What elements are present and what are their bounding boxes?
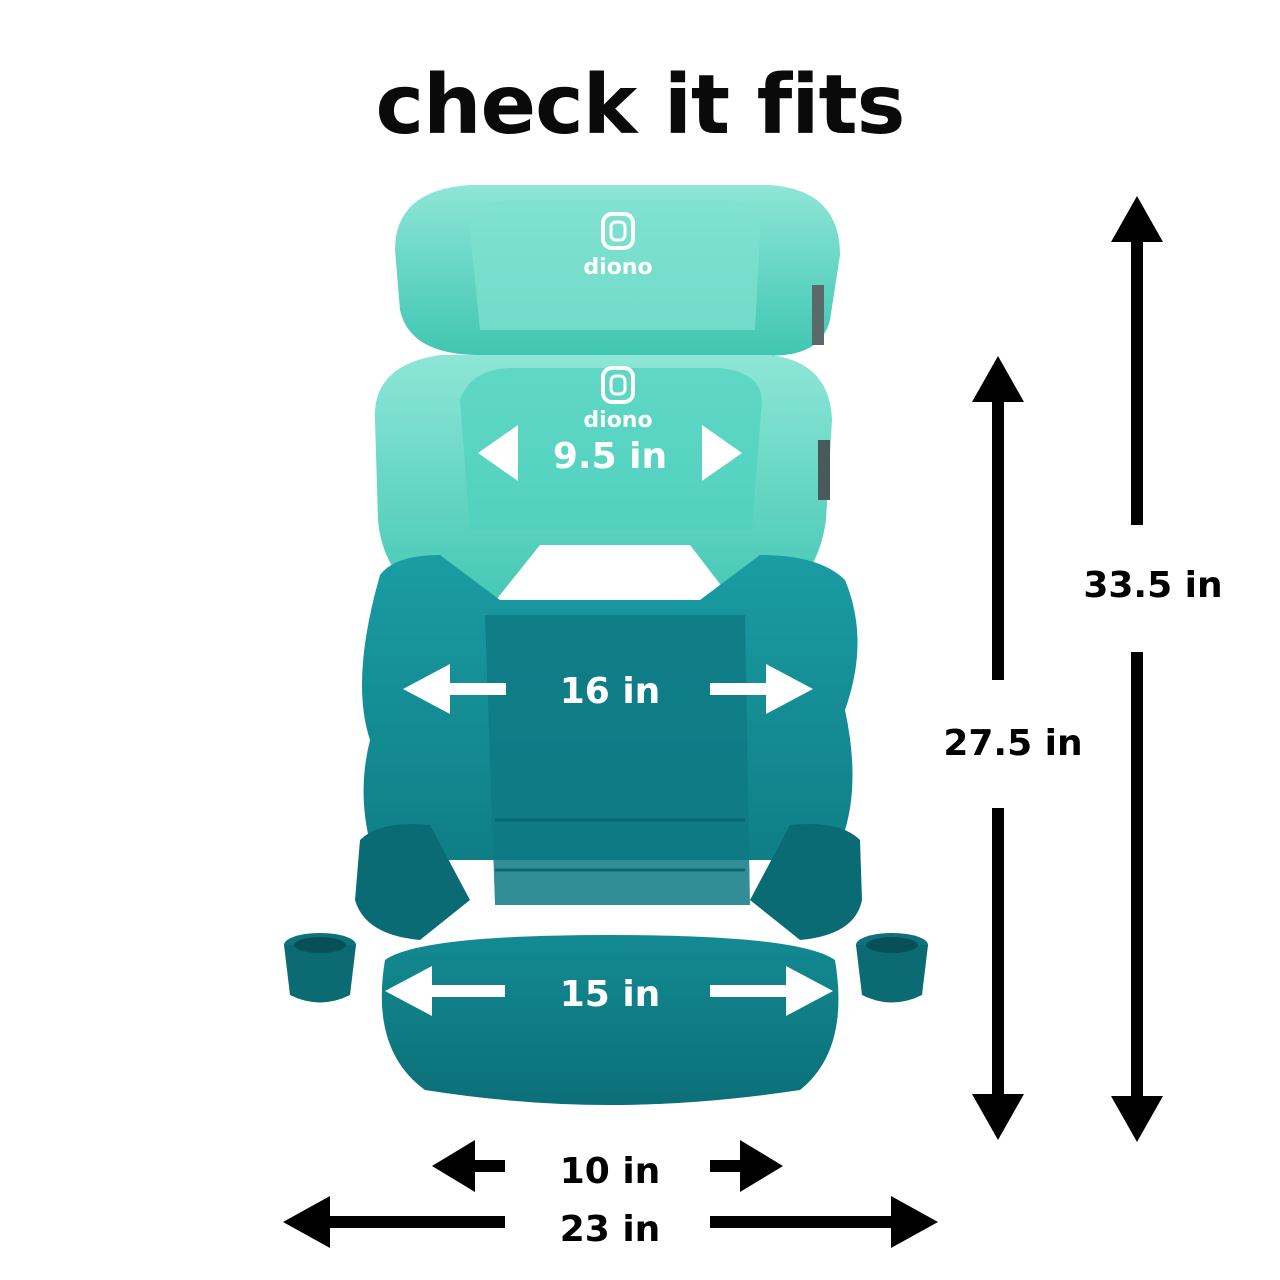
back-width-label: 16 in: [560, 671, 661, 712]
height-high-label: 33.5 in: [1083, 565, 1222, 606]
arrow-right-icon: [891, 1196, 938, 1248]
headrest-lowered: [374, 355, 832, 620]
logo-lowered: [601, 366, 635, 404]
arrow-up-icon: [972, 356, 1024, 402]
seat-depth-arrows: [432, 1140, 783, 1192]
back-width-arrows: [403, 664, 813, 714]
seat-cushion: [355, 824, 862, 1105]
headrest-width-arrows: [478, 425, 742, 481]
arrow-up-icon: [1111, 196, 1163, 242]
arrow-right-icon: [702, 425, 742, 481]
arrow-right-icon: [786, 966, 833, 1016]
height-low-label: 27.5 in: [943, 723, 1082, 764]
brand-logo-text-lower: diono: [583, 408, 652, 433]
base-width-label: 23 in: [560, 1209, 661, 1250]
cup-holder-right: [856, 933, 928, 1003]
brand-logo-text: diono: [583, 255, 652, 280]
arrow-right-icon: [740, 1140, 783, 1192]
seat-width-arrows: [385, 966, 833, 1016]
height-high-arrow: [1111, 196, 1163, 1142]
arrow-right-icon: [766, 664, 813, 714]
headrest-width-label: 9.5 in: [553, 436, 667, 477]
arrow-left-icon: [432, 1140, 475, 1192]
seat-width-label: 15 in: [560, 974, 661, 1015]
logo-raised: [601, 212, 635, 250]
arrow-left-icon: [385, 966, 432, 1016]
arrow-down-icon: [1111, 1096, 1163, 1142]
headrest-raised: [395, 185, 840, 356]
cup-holder-left: [284, 933, 356, 1003]
page-title: check it fits: [375, 58, 906, 153]
arrow-left-icon: [403, 664, 450, 714]
height-low-arrow: [972, 356, 1024, 1140]
arrow-left-icon: [283, 1196, 330, 1248]
arrow-down-icon: [972, 1094, 1024, 1140]
arrow-left-icon: [478, 425, 518, 481]
seat-depth-label: 10 in: [560, 1151, 661, 1192]
seat-back: [362, 555, 858, 905]
base-width-arrows: [283, 1196, 938, 1248]
